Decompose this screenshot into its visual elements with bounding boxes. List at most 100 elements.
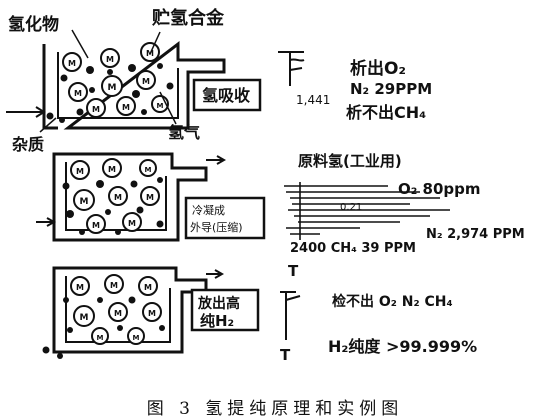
hydride-particle [140, 42, 160, 62]
hydride-particle-label: M [106, 55, 114, 64]
hydride-particle-label: M [108, 165, 116, 174]
impurity-dot [63, 297, 69, 303]
hydride-particle-label: M [133, 334, 140, 342]
label-result1: 检不出 O₂ N₂ CH₄ [332, 293, 453, 310]
impurity-dot [97, 297, 103, 303]
hydride-particle-label: M [80, 313, 89, 323]
hydride-particle [127, 327, 145, 345]
impurity-dot [89, 87, 95, 93]
vessel-absorption: MMMMMMMMM [6, 29, 226, 133]
absorb-box [192, 78, 262, 112]
hydride-particle-label: M [122, 103, 130, 112]
hydride-particle-label: M [76, 167, 84, 176]
hydride-particle [101, 75, 123, 97]
hydride-particle [108, 186, 128, 206]
label-t-top: T [288, 262, 299, 280]
label-out1: 析出O₂ [350, 58, 406, 79]
impurity-dot [60, 74, 68, 82]
hydride-particle-label: M [76, 283, 84, 292]
hydride-particle [73, 305, 95, 327]
hydride-particle [142, 302, 162, 322]
impurity-dot [76, 108, 84, 116]
vessel-2-wall [52, 152, 208, 242]
impurity-dot [67, 327, 73, 333]
impurity-dot [62, 182, 70, 190]
label-alloy: 贮氢合金 [151, 7, 225, 29]
impurity-dot [96, 180, 104, 188]
impurity-dot [57, 353, 63, 359]
hydride-particle-label: M [142, 77, 150, 86]
hydride-particle [122, 212, 142, 232]
particle-group-1: MMMMMMMMM [46, 42, 174, 123]
hydride-particle-label: M [92, 221, 100, 230]
label-n2: N₂ 2,974 PPM [426, 227, 525, 242]
impurity-dot [166, 82, 174, 90]
hydride-particle [104, 274, 124, 294]
discharge-box [184, 196, 266, 240]
hydrogen-pointer [159, 91, 177, 125]
hydride-particle [138, 276, 158, 296]
hydride-particle-label: M [145, 166, 152, 174]
label-raw-gas: 原料氢(工业用) [298, 152, 402, 170]
impurity-dot [141, 109, 147, 115]
impurity-dot [42, 346, 50, 354]
hydride-particle-label: M [114, 309, 122, 318]
label-flow: 1,441 [296, 93, 330, 107]
label-pure-l1: 放出高 [197, 295, 240, 312]
impurity-dot [136, 206, 144, 214]
label-t-bottom: T [280, 346, 291, 364]
label-out3: 析不出CH₄ [346, 103, 426, 122]
impurity-dot [107, 69, 113, 75]
hydride-particle-label: M [148, 309, 156, 318]
hydride-particle [91, 327, 109, 345]
hydride-particle [116, 96, 136, 116]
reading-curve-1 [278, 51, 305, 86]
impurity-dot [46, 112, 54, 120]
figure-caption: 图 3 氢提纯原理和实例图 [146, 399, 404, 419]
label-absorb: 氢吸收 [202, 86, 250, 105]
hydride-particle-label: M [114, 193, 122, 202]
impurity-dot [132, 90, 140, 98]
hydride-particle [108, 302, 128, 322]
bottom-arrow-2 [36, 217, 57, 227]
label-hydrogen: 氢气 [168, 123, 200, 142]
hydride-particle [139, 159, 157, 177]
impurity-dot [117, 325, 123, 331]
hydride-particle [140, 186, 160, 206]
impurity-dot [156, 220, 164, 228]
vessel-3-inner-wall [65, 276, 171, 343]
hydride-particle-label: M [80, 197, 89, 207]
label-pure-l2: 纯H₂ [200, 312, 234, 330]
spectrum-lines [284, 182, 450, 240]
alloy-pointer [149, 31, 161, 55]
hydride-particle [70, 160, 90, 180]
label-o2: O₂ 80ppm [398, 180, 481, 198]
outlet-arrow-3 [206, 269, 225, 279]
label-marker: 0.21 [340, 202, 362, 213]
impurity-dot [59, 117, 65, 123]
vessel-1-inner-wall [57, 52, 179, 119]
hydride-particle [62, 52, 82, 72]
reading-curve-3 [280, 291, 301, 340]
label-result2: H₂纯度 >99.999% [328, 337, 477, 356]
inlet-arrow-1 [6, 106, 46, 118]
impurity-dot [157, 63, 163, 69]
outlet-arrow-2 [206, 155, 227, 165]
hydride-particle [100, 48, 120, 68]
impurity-dot [115, 229, 121, 235]
hydride-particle-label: M [144, 283, 152, 292]
hydride-particle-label: M [110, 281, 118, 290]
impurity-dot [159, 325, 165, 331]
label-discharge-l1: 冷凝成 [192, 203, 225, 217]
hydride-particle-label: M [157, 102, 164, 110]
hydride-particle [136, 70, 156, 90]
hydride-particle [86, 214, 106, 234]
impurity-dot [157, 177, 163, 183]
pure-box [190, 288, 260, 332]
label-impurity: 杂质 [12, 135, 44, 154]
